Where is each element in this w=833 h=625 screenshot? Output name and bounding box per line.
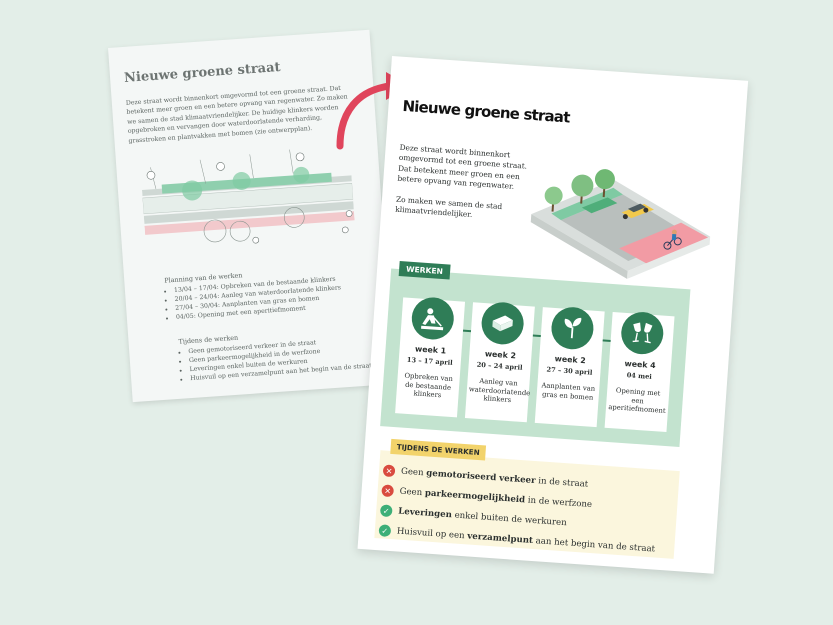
week-card: week 1 13 – 17 april Opbreken van de bes… [395, 296, 466, 418]
week-title: week 2 [484, 349, 517, 361]
week-title: week 1 [414, 344, 447, 356]
after-page-intro: Deze straat wordt binnenkort omgevormd t… [397, 142, 528, 191]
week-description: Opbreken van de bestaande klinkers [404, 371, 454, 400]
close-icon: ✕ [382, 464, 396, 478]
close-icon: ✕ [381, 484, 395, 498]
street-illustration [530, 169, 711, 279]
design-plan-drawing [141, 149, 355, 244]
check-icon: ✓ [378, 524, 392, 538]
before-page-title: Nieuwe groene straat [123, 60, 281, 86]
rule-text: Huisvuil op een verzamelpunt aan het beg… [396, 526, 656, 555]
week-date: 20 – 24 april [476, 360, 523, 372]
week-card: week 2 27 – 30 april Aanplanten van gras… [534, 305, 605, 428]
week-title: week 4 [624, 358, 656, 371]
week-description: Aanplanten van gras en bomen [541, 381, 596, 402]
after-page-intro-climate: Zo maken we samen de stad klimaatvriende… [394, 194, 503, 220]
after-document-page: Nieuwe groene straat Deze straat wordt b… [357, 56, 749, 574]
week-card: week 4 04 mei Opening met een aperitiefm… [604, 310, 675, 433]
week-title: week 2 [554, 354, 587, 366]
week-date: 27 – 30 april [546, 365, 593, 377]
before-document-page: Nieuwe groene straat Deze straat wordt b… [108, 29, 395, 403]
week-date: 13 – 17 april [406, 355, 453, 367]
worker-digging-icon [410, 296, 456, 341]
works-label: WERKEN [398, 261, 451, 280]
after-page-title: Nieuwe groene straat [401, 96, 571, 127]
works-timeline-panel: WERKEN week 1 13 – 17 april Opbreken van… [380, 261, 691, 448]
before-planning-section: Planning van de werken 13/04 – 17/04: Op… [164, 262, 377, 323]
week-description: Opening met een aperitiefmoment [608, 386, 666, 416]
sprout-icon [550, 305, 595, 351]
check-icon: ✓ [379, 504, 393, 518]
week-description: Aanleg van waterdoorlatende klinkers [468, 376, 531, 405]
week-date: 04 mei [626, 371, 653, 381]
champagne-glasses-icon [619, 310, 665, 356]
week-card: week 2 20 – 24 april Aanleg van waterdoo… [464, 300, 535, 423]
before-during-section: Tijdens de werken Geen gemotoriseerd ver… [178, 323, 391, 384]
paving-stone-icon [480, 300, 526, 346]
during-works-box: ✕ Geen gemotoriseerd verkeer in de straa… [374, 450, 680, 559]
